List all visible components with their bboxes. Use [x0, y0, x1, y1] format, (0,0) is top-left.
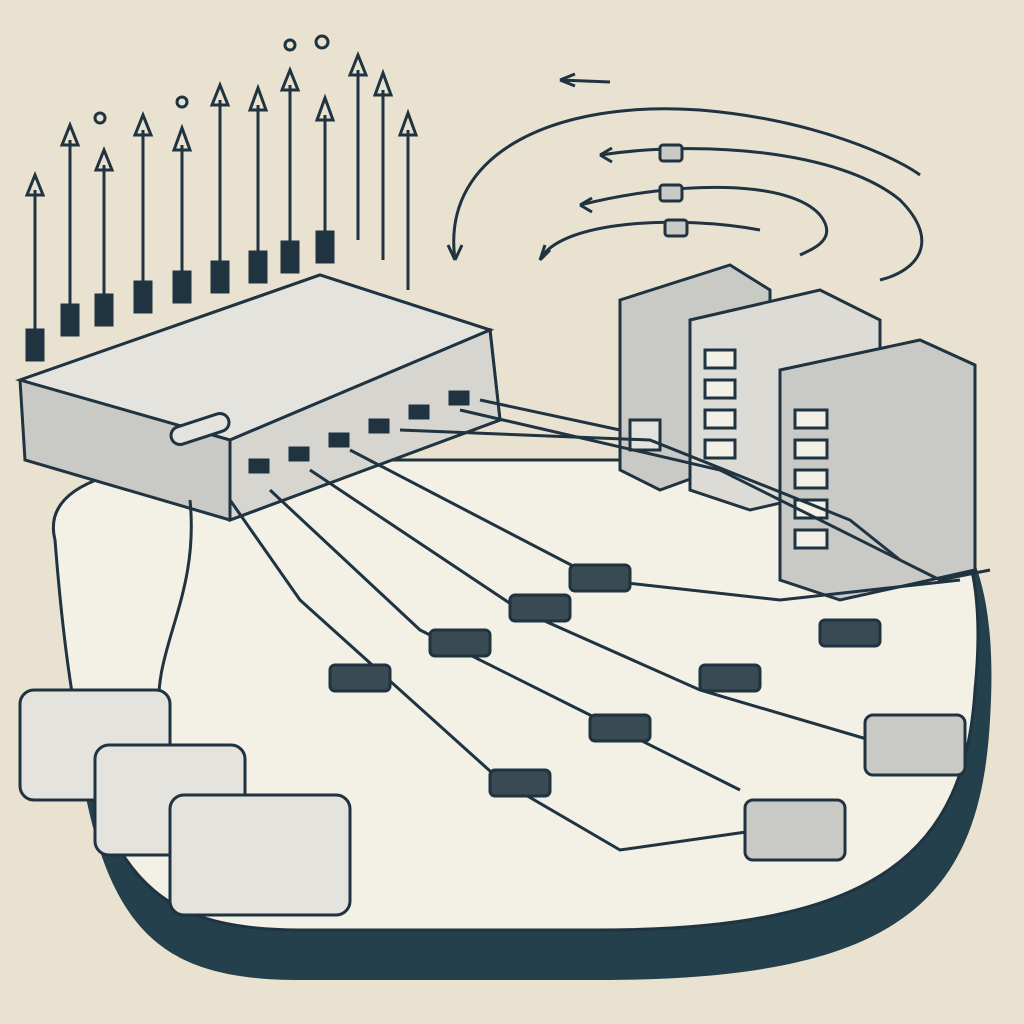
antenna-icon: [347, 50, 369, 240]
antenna-icon: [247, 83, 269, 284]
signal-arrow-icon: [579, 185, 829, 257]
usb-plug: [588, 713, 652, 743]
antenna-icon: [132, 110, 154, 314]
antenna-icon: [59, 120, 81, 337]
usb-plug: [508, 593, 572, 623]
antenna-icon: [93, 145, 115, 327]
usb-hub-icon: [743, 713, 967, 862]
usb-plug: [428, 628, 492, 658]
signal-arrows: [446, 72, 924, 282]
usb-plug: [488, 768, 552, 798]
usb-plug: [818, 618, 882, 648]
antenna-icon: [314, 93, 336, 264]
usb-cables: [157, 398, 991, 852]
antenna-icon: [372, 68, 394, 260]
usb-plug: [328, 663, 392, 693]
server-icon: [778, 338, 977, 602]
antenna-icon: [24, 170, 46, 362]
antenna-icon: [279, 65, 301, 274]
signal-arrow-icon: [538, 220, 761, 261]
antenna-icon: [209, 80, 231, 294]
drive-pads: [18, 688, 352, 917]
signal-arrow-icon: [452, 107, 921, 261]
usb-plug: [698, 663, 762, 693]
antenna-icon: [171, 123, 193, 304]
router-icon: [15, 273, 502, 523]
signal-arrow-icon: [599, 147, 924, 282]
usb-plug: [568, 563, 632, 593]
antenna-icon: [397, 108, 419, 290]
antenna-array: [24, 34, 419, 362]
